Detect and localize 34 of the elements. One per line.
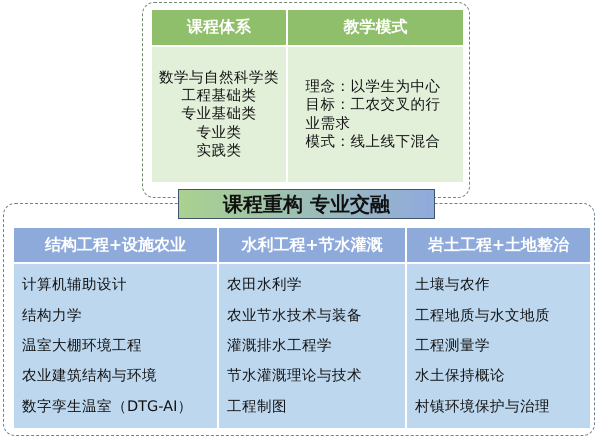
table-cell — [406, 263, 591, 429]
list-item: 工程制图 — [227, 398, 288, 416]
table-cell — [151, 46, 287, 183]
list-item: 理念：以学生为中心 — [306, 78, 442, 96]
list-item: 结构力学 — [22, 306, 83, 325]
header-cell: 水利工程+节水灌溉 — [218, 227, 406, 263]
list-item: 节水灌溉理论与技术 — [227, 367, 363, 386]
list-item: 专业类 — [196, 124, 242, 142]
list-item: 农田水利学 — [227, 276, 303, 294]
list-item: 土壤与农作 — [415, 276, 491, 294]
header-cell: 岩土工程+土地整治 — [406, 227, 591, 263]
title-banner: 课程重构 专业交融 — [178, 189, 435, 219]
list-item: 工程地质与水文地质 — [415, 306, 551, 325]
list-item: 目标：工农交叉的行业需求 — [306, 96, 442, 133]
table-cell — [287, 46, 464, 183]
list-item: 农业节水技术与装备 — [227, 306, 363, 325]
list-item: 模式：线上线下混合 — [306, 132, 442, 151]
header-cell: 结构工程+设施农业 — [13, 227, 218, 263]
list-item: 工程基础类 — [182, 87, 256, 106]
list-item: 灌溉排水工程学 — [227, 336, 333, 356]
list-item: 实践类 — [196, 142, 242, 160]
list-item: 专业基础类 — [182, 105, 256, 124]
header-cell: 课程体系 — [151, 9, 287, 46]
list-item: 温室大棚环境工程 — [22, 336, 143, 356]
list-item: 数学与自然科学类 — [159, 69, 279, 88]
list-item: 水土保持概论 — [415, 367, 506, 386]
list-item: 农业建筑结构与环境 — [22, 367, 158, 386]
list-item: 数字孪生温室（DTG-AI） — [22, 398, 194, 416]
table-cell — [218, 263, 406, 429]
list-item: 村镇环境保护与治理 — [415, 398, 551, 416]
table-cell — [13, 263, 218, 429]
list-item: 工程测量学 — [415, 336, 491, 356]
header-cell: 教学模式 — [287, 9, 464, 46]
list-item: 计算机辅助设计 — [22, 276, 128, 294]
